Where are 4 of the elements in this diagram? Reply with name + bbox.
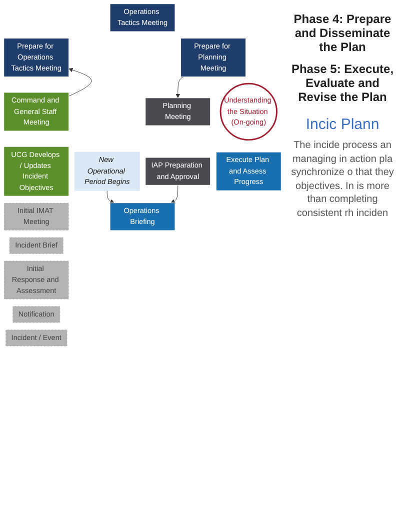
panel-paragraph: The incide process an managing in action pla synchronize o that they objectives. In is more than completing consistent rh inciden	[290, 139, 395, 220]
phase-label: Phase 5: Execute, Evaluate and Revise the Plan	[290, 62, 395, 104]
panel-heading: Incic Plann	[304, 116, 380, 133]
phase-label: Phase 4: Prepare and Disseminate the Plan	[292, 12, 392, 54]
